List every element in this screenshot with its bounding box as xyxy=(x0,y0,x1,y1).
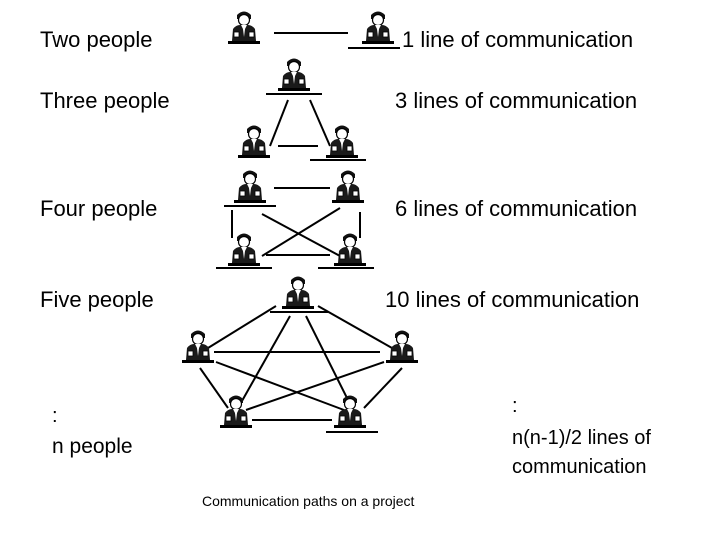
group-two-people xyxy=(227,10,400,49)
group-four-people xyxy=(216,169,374,269)
ellipsis-right: : xyxy=(512,395,518,417)
label-1-line: 1 line of communication xyxy=(402,27,634,52)
person-icon xyxy=(281,275,315,310)
person-icon xyxy=(219,394,253,429)
label-6-lines: 6 lines of communication xyxy=(395,196,638,221)
person-icon xyxy=(325,124,359,159)
label-four-people: Four people xyxy=(40,196,158,221)
formula-line-2: communication xyxy=(512,456,647,478)
diagram-caption: Communication paths on a project xyxy=(202,493,415,509)
link-line xyxy=(317,305,393,349)
label-10-lines: 10 lines of communication xyxy=(385,287,640,312)
link-line xyxy=(207,305,277,349)
person-icon xyxy=(361,10,395,45)
formula-label: n(n-1)/2 lines of communication xyxy=(512,424,651,482)
person-icon xyxy=(333,394,367,429)
group-five-people xyxy=(181,275,419,433)
link-line xyxy=(199,367,229,409)
link-line xyxy=(309,99,331,147)
link-line xyxy=(261,213,341,257)
person-icon xyxy=(237,124,271,159)
link-line xyxy=(363,367,403,409)
label-n-people: n people xyxy=(52,435,133,458)
link-line xyxy=(305,315,353,409)
person-icon xyxy=(331,169,365,204)
person-icon xyxy=(333,232,367,267)
label-two-people: Two people xyxy=(40,27,153,52)
person-icon xyxy=(233,169,267,204)
label-3-lines: 3 lines of communication xyxy=(395,88,638,113)
ellipsis-left: : xyxy=(52,405,58,427)
link-line xyxy=(261,207,341,257)
label-three-people: Three people xyxy=(40,88,170,113)
link-line xyxy=(237,315,291,409)
link-line xyxy=(245,361,385,411)
formula-line-1: n(n-1)/2 lines of xyxy=(512,427,651,449)
link-line xyxy=(215,361,345,411)
link-line xyxy=(269,99,289,147)
label-five-people: Five people xyxy=(40,287,154,312)
person-icon xyxy=(227,10,261,45)
group-three-people xyxy=(237,57,366,161)
person-icon xyxy=(277,57,311,92)
person-icon xyxy=(227,232,261,267)
